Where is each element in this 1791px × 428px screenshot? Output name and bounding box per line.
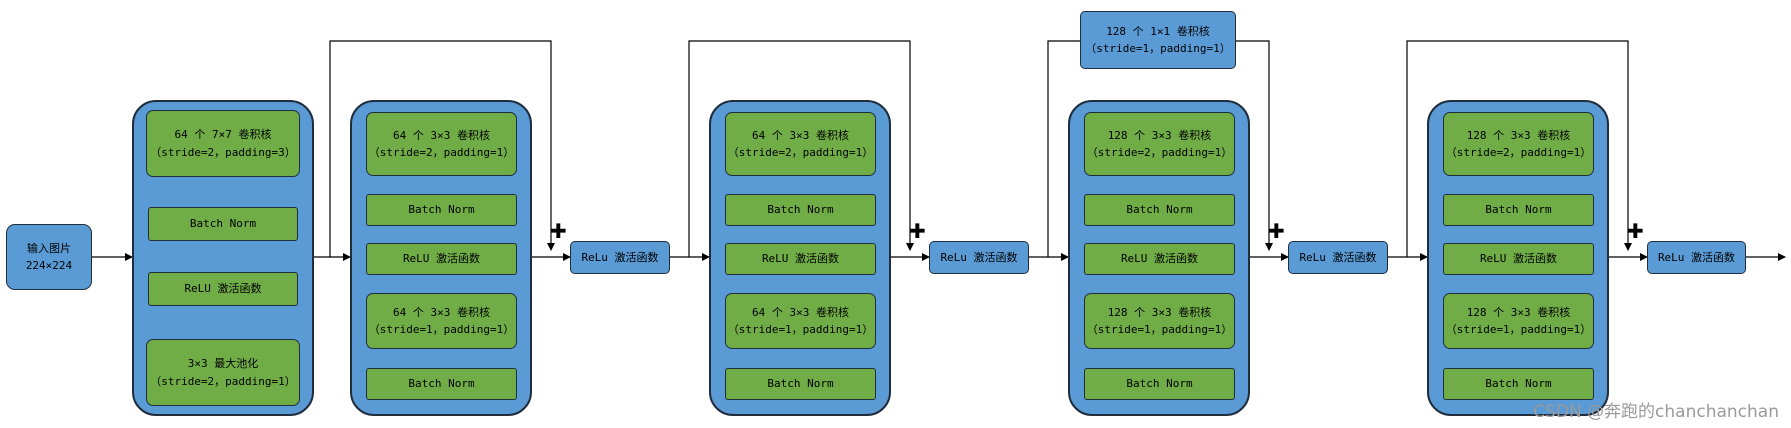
layer-title: ReLU 激活函数 bbox=[1479, 252, 1558, 266]
input-image-box: 输入图片 224×224 bbox=[6, 224, 92, 290]
block1-conv1: 64 个 3×3 卷积核 （stride=2，padding=1） bbox=[366, 112, 517, 176]
block1-conv2: 64 个 3×3 卷积核 （stride=1，padding=1） bbox=[366, 293, 517, 349]
add-icon: ✚ bbox=[909, 219, 926, 243]
stem-relu: ReLU 激活函数 bbox=[148, 272, 298, 306]
skip-connection bbox=[1047, 40, 1080, 257]
stem-conv-layer: 64 个 7×7 卷积核 （stride=2，padding=3） bbox=[146, 110, 300, 177]
layer-params: （stride=1，padding=1） bbox=[1445, 323, 1592, 336]
block4-conv2: 128 个 3×3 卷积核 （stride=1，padding=1） bbox=[1443, 293, 1594, 349]
csdn-watermark: CSDN @奔跑的chanchanchan bbox=[1533, 402, 1779, 422]
layer-title: 128 个 3×3 卷积核 bbox=[1466, 305, 1571, 319]
layer-title: Batch Norm bbox=[1126, 203, 1193, 217]
layer-title: Batch Norm bbox=[1485, 203, 1552, 217]
layer-params: （stride=1，padding=1） bbox=[368, 323, 515, 336]
block1-bn2: Batch Norm bbox=[366, 368, 517, 400]
layer-title: 64 个 3×3 卷积核 bbox=[752, 305, 849, 319]
layer-params: （stride=2，padding=1） bbox=[1445, 146, 1592, 159]
skip-connection bbox=[1236, 40, 1273, 251]
layer-params: （stride=2，padding=3） bbox=[150, 145, 296, 159]
layer-params: （stride=1，padding=1） bbox=[1085, 42, 1231, 55]
layer-title: 128 个 3×3 卷积核 bbox=[1466, 128, 1571, 142]
layer-title: ReLu 激活函数 bbox=[581, 250, 659, 264]
layer-title: Batch Norm bbox=[767, 203, 834, 217]
add-icon: ✚ bbox=[1627, 219, 1644, 243]
layer-title: 64 个 3×3 卷积核 bbox=[752, 128, 849, 142]
skip-connection bbox=[688, 40, 914, 257]
block3-conv2: 128 个 3×3 卷积核 （stride=1，padding=1） bbox=[1084, 293, 1235, 349]
layer-params: （stride=2，padding=1） bbox=[150, 374, 296, 388]
layer-title: Batch Norm bbox=[1485, 377, 1552, 391]
layer-title: ReLu 激活函数 bbox=[1657, 250, 1736, 264]
input-size: 224×224 bbox=[25, 259, 73, 272]
layer-title: ReLu 激活函数 bbox=[940, 250, 1018, 264]
layer-title: 128 个 3×3 卷积核 bbox=[1107, 305, 1212, 319]
layer-title: Batch Norm bbox=[767, 377, 834, 391]
layer-title: Batch Norm bbox=[408, 377, 475, 391]
layer-params: （stride=1，padding=1） bbox=[727, 323, 874, 336]
block3-conv1: 128 个 3×3 卷积核 （stride=2，padding=1） bbox=[1084, 112, 1235, 176]
block2-conv2: 64 个 3×3 卷积核 （stride=1，padding=1） bbox=[725, 293, 876, 349]
block1-output-relu: ReLu 激活函数 bbox=[570, 241, 670, 274]
block1-relu: ReLU 激活函数 bbox=[366, 243, 517, 275]
block3-output-relu: ReLu 激活函数 bbox=[1288, 241, 1388, 274]
layer-title: 128 个 3×3 卷积核 bbox=[1107, 128, 1212, 142]
add-icon: ✚ bbox=[1268, 219, 1285, 243]
stem-max-pool: 3×3 最大池化 （stride=2，padding=1） bbox=[146, 339, 300, 406]
input-label: 输入图片 bbox=[27, 241, 71, 255]
block4-bn2: Batch Norm bbox=[1443, 368, 1594, 400]
layer-title: 64 个 7×7 卷积核 bbox=[174, 128, 272, 142]
add-icon: ✚ bbox=[550, 219, 567, 243]
stem-batch-norm: Batch Norm bbox=[148, 207, 298, 241]
layer-title: ReLU 激活函数 bbox=[1120, 252, 1199, 266]
block2-output-relu: ReLu 激活函数 bbox=[929, 241, 1029, 274]
block3-bn1: Batch Norm bbox=[1084, 194, 1235, 226]
block2-bn2: Batch Norm bbox=[725, 368, 876, 400]
block1-bn1: Batch Norm bbox=[366, 194, 517, 226]
layer-title: 128 个 1×1 卷积核 bbox=[1106, 24, 1210, 38]
block2-conv1: 64 个 3×3 卷积核 （stride=2，padding=1） bbox=[725, 112, 876, 176]
layer-title: ReLU 激活函数 bbox=[402, 252, 481, 266]
layer-title: Batch Norm bbox=[1126, 377, 1193, 391]
layer-title: ReLU 激活函数 bbox=[761, 252, 840, 266]
block4-conv1: 128 个 3×3 卷积核 （stride=2，padding=1） bbox=[1443, 112, 1594, 176]
skip-connection bbox=[1406, 40, 1632, 257]
skip-connection bbox=[329, 40, 555, 257]
block2-relu: ReLU 激活函数 bbox=[725, 243, 876, 275]
block2-bn1: Batch Norm bbox=[725, 194, 876, 226]
block4-relu: ReLU 激活函数 bbox=[1443, 243, 1594, 275]
layer-title: 64 个 3×3 卷积核 bbox=[393, 305, 490, 319]
layer-params: （stride=1，padding=1） bbox=[1086, 323, 1233, 336]
layer-title: Batch Norm bbox=[408, 203, 475, 217]
layer-title: 64 个 3×3 卷积核 bbox=[393, 128, 490, 142]
layer-params: （stride=2，padding=1） bbox=[727, 146, 874, 159]
block4-output-relu: ReLu 激活函数 bbox=[1647, 241, 1746, 274]
layer-title: ReLu 激活函数 bbox=[1299, 250, 1377, 264]
block4-bn1: Batch Norm bbox=[1443, 194, 1594, 226]
block3-shortcut-conv: 128 个 1×1 卷积核 （stride=1，padding=1） bbox=[1080, 11, 1236, 69]
block3-bn2: Batch Norm bbox=[1084, 368, 1235, 400]
layer-title: Batch Norm bbox=[189, 217, 257, 231]
layer-params: （stride=2，padding=1） bbox=[1086, 146, 1233, 159]
block3-relu: ReLU 激活函数 bbox=[1084, 243, 1235, 275]
layer-params: （stride=2，padding=1） bbox=[368, 146, 515, 159]
layer-title: 3×3 最大池化 bbox=[187, 357, 259, 371]
layer-title: ReLU 激活函数 bbox=[184, 282, 262, 296]
